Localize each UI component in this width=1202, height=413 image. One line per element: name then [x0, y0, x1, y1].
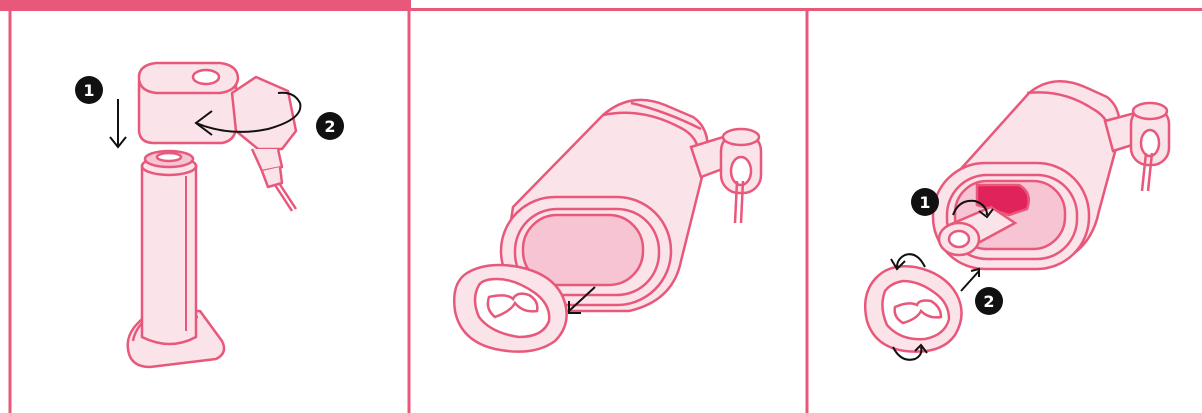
step-badge-2: 2 — [316, 112, 344, 140]
panel-3-illustration: 1 2 — [809, 11, 1202, 413]
step-badge-1: 1 — [75, 76, 103, 104]
panel-step-2 — [411, 11, 809, 413]
step-number: 2 — [324, 117, 335, 136]
removed-seal-ring-icon — [865, 266, 961, 351]
step-number: 1 — [83, 81, 94, 100]
step-number: 2 — [983, 292, 994, 311]
arrow-up-right-icon — [961, 269, 979, 291]
side-connector-icon — [691, 129, 761, 223]
arrow-down-icon — [110, 99, 126, 147]
stand-column-icon — [142, 151, 196, 344]
panel-step-3: 1 2 — [809, 11, 1202, 413]
step-badge-1: 1 — [911, 188, 939, 216]
connector-bottle-icon — [232, 77, 296, 211]
panel-step-1: 1 2 — [0, 11, 411, 413]
header-tab — [0, 0, 411, 11]
step-number: 1 — [919, 193, 930, 212]
panel-1-illustration: 1 2 — [0, 11, 411, 413]
panel-2-illustration — [411, 11, 809, 413]
step-badge-2: 2 — [975, 287, 1003, 315]
